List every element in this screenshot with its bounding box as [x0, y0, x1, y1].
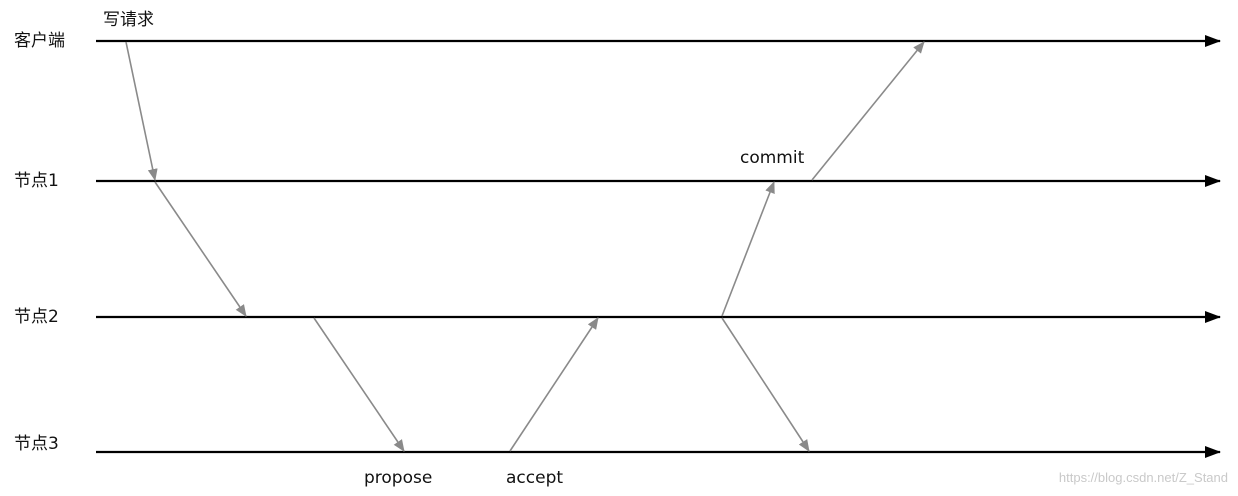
node2-to-node1-arrow: [721, 181, 775, 317]
forward-node1-to-node2-arrow: [154, 181, 247, 317]
node2-to-node3-arrow: [721, 317, 810, 452]
propose-label: propose: [364, 468, 433, 488]
node3-lane-label: 节点3: [14, 434, 59, 454]
write-request-label: 写请求: [103, 10, 154, 30]
commit-label: commit: [740, 148, 805, 168]
node1-lane-label: 节点1: [14, 171, 59, 191]
write-request-arrow: [125, 41, 158, 181]
client-lane-label: 客户端: [14, 31, 65, 51]
watermark: https://blog.csdn.net/Z_Stand: [1058, 470, 1228, 485]
propose-arrow: [313, 317, 405, 452]
commit-arrow: [811, 41, 925, 181]
accept-arrow: [509, 317, 599, 452]
node2-lane-label: 节点2: [14, 307, 59, 327]
accept-label: accept: [506, 468, 564, 488]
